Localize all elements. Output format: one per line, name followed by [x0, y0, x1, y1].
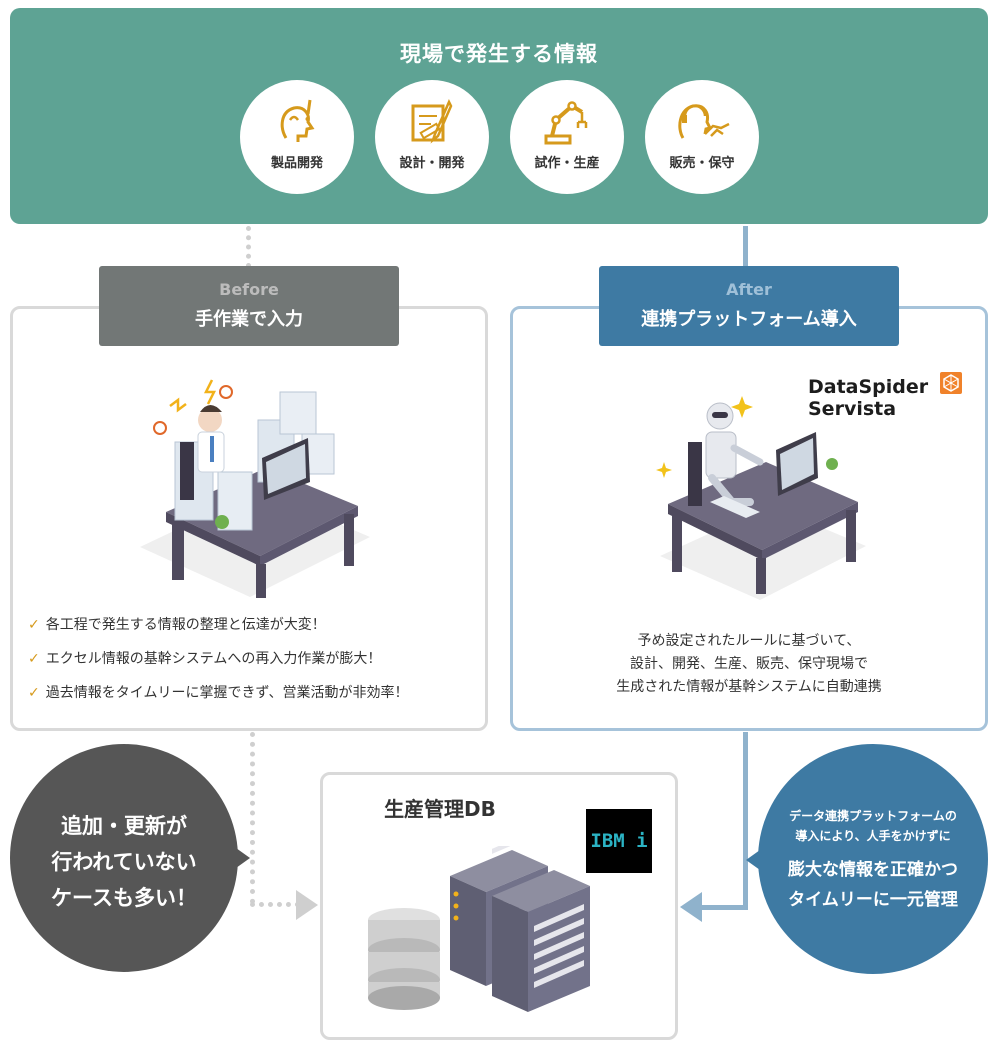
- before-point-text: エクセル情報の基幹システムへの再入力作業が膨大！: [45, 651, 382, 667]
- before-tag: Before 手作業で入力: [99, 266, 399, 346]
- sparkle-icon: [656, 462, 672, 478]
- after-connector-down: [743, 732, 748, 910]
- category-prototype-production: 試作・生産: [510, 80, 624, 194]
- right-bubble-sub-line: 導入により、人手をかけずに: [795, 829, 951, 843]
- before-point: ✓ 過去情報をタイムリーに掌握できず、営業活動が非効率！: [28, 682, 408, 702]
- before-point: ✓ エクセル情報の基幹システムへの再入力作業が膨大！: [28, 648, 381, 668]
- right-bubble-main-line: タイムリーに一元管理: [788, 890, 958, 910]
- top-banner: 現場で発生する情報 製品開発 設計・開発 試作・生産: [10, 8, 988, 224]
- before-tag-sub: Before: [219, 280, 279, 299]
- right-bubble-subtext: データ連携プラットフォームの 導入により、人手をかけずに: [758, 806, 988, 846]
- robot-desk-leg: [846, 510, 856, 562]
- idea-head-icon: [280, 99, 315, 142]
- category-product-development: 製品開発: [240, 80, 354, 194]
- top-title: 現場で発生する情報: [400, 42, 598, 66]
- robot-monitor-screen: [780, 438, 814, 490]
- category-label: 製品開発: [270, 156, 323, 171]
- after-connector-horizontal: [700, 905, 748, 910]
- dataspider-logo-line2: Servista: [808, 398, 897, 420]
- left-bubble-text: 追加・更新が 行われていない ケースも多い！: [10, 808, 238, 916]
- right-bubble-main-line: 膨大な情報を正確かつ: [788, 860, 958, 880]
- robot-plant: [826, 458, 838, 470]
- handshake-support-icon: [678, 104, 730, 139]
- right-bubble-pointer: [746, 850, 760, 870]
- after-tag-main: 連携プラットフォーム導入: [641, 309, 857, 330]
- left-bubble-line: 行われていない: [51, 850, 197, 874]
- check-icon: ✓: [28, 617, 40, 633]
- category-design-development: 設計・開発: [375, 80, 489, 194]
- after-description-line: 設計、開発、生産、販売、保守現場で: [630, 656, 868, 672]
- category-label: 試作・生産: [534, 156, 600, 171]
- before-point: ✓ 各工程で発生する情報の整理と伝達が大変！: [28, 614, 326, 634]
- robot-arm: [730, 444, 764, 466]
- dataspider-logo: DataSpider Servista: [808, 376, 928, 420]
- after-tag-sub: After: [726, 280, 772, 299]
- before-tag-main: 手作業で入力: [195, 309, 303, 330]
- dataspider-logo-line1: DataSpider: [808, 376, 929, 398]
- stressed-worker-illustration: [140, 379, 370, 598]
- robot-visor: [712, 412, 728, 418]
- server-rack-icon: [492, 870, 590, 1012]
- dataspider-mark-icon: [940, 372, 962, 394]
- production-db-title: 生産管理DB: [384, 797, 496, 821]
- left-bubble-line: 追加・更新が: [61, 814, 187, 838]
- ibm-i-logo: IBM i: [586, 809, 652, 873]
- left-bubble-line: ケースも多い！: [51, 886, 197, 910]
- after-connector-top: [743, 226, 748, 268]
- robot-desk-leg: [756, 558, 766, 594]
- category-label: 設計・開発: [399, 156, 465, 171]
- category-label: 販売・保守: [669, 156, 735, 171]
- after-description-line: 予め設定されたルールに基づいて、: [637, 633, 861, 649]
- robot-body: [705, 431, 737, 479]
- left-bubble: [10, 744, 238, 972]
- before-point-text: 過去情報をタイムリーに掌握できず、営業活動が非効率！: [45, 685, 409, 701]
- after-description: 予め設定されたルールに基づいて、 設計、開発、生産、販売、保守現場で 生成された…: [512, 630, 986, 699]
- right-bubble: [758, 744, 988, 974]
- robot-arm-icon: [544, 101, 588, 145]
- right-bubble-maintext: 膨大な情報を正確かつ タイムリーに一元管理: [758, 855, 988, 915]
- category-sales-maintenance: 販売・保守: [645, 80, 759, 194]
- after-description-line: 生成された情報が基幹システムに自動連携: [616, 679, 882, 695]
- right-bubble-sub-line: データ連携プラットフォームの: [789, 809, 957, 823]
- before-arrow-icon: [296, 890, 318, 920]
- left-bubble-pointer: [236, 848, 250, 868]
- sparkle-icon: [731, 396, 753, 418]
- before-point-text: 各工程で発生する情報の整理と伝達が大変！: [45, 617, 326, 633]
- after-arrow-icon: [680, 892, 702, 922]
- robot-chair: [688, 442, 702, 506]
- before-connector-horizontal: [250, 902, 300, 907]
- check-icon: ✓: [28, 685, 40, 701]
- check-icon: ✓: [28, 651, 40, 667]
- robot-desk-front: [668, 504, 762, 560]
- database-cylinder-icon: [368, 908, 440, 1010]
- before-connector-down: [250, 732, 255, 904]
- after-tag: After 連携プラットフォーム導入: [599, 266, 899, 346]
- robot-keyboard: [710, 496, 760, 518]
- before-connector-top: [246, 226, 251, 268]
- robot-desk-side: [762, 502, 858, 560]
- blueprint-icon: [411, 99, 453, 144]
- robot-desk-leg: [672, 512, 682, 572]
